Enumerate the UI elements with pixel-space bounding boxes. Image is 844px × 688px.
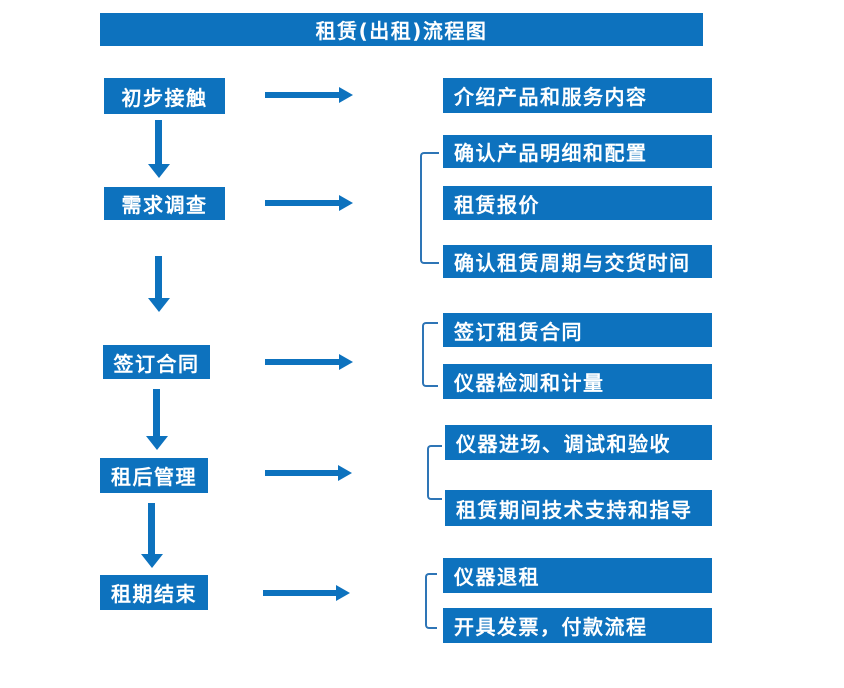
- right-arrow-icon: [265, 354, 353, 370]
- output-box-technical-support: 租赁期间技术支持和指导: [445, 490, 712, 526]
- group-bracket-post-rental: [427, 445, 442, 500]
- right-arrow-icon: [265, 87, 353, 103]
- output-box-introduce-products: 介绍产品和服务内容: [443, 78, 712, 113]
- right-arrow-icon: [263, 585, 350, 601]
- group-bracket-demand-survey: [420, 152, 439, 264]
- down-arrow-icon: [148, 256, 170, 312]
- output-box-sign-rental-contract: 签订租赁合同: [443, 313, 712, 347]
- group-bracket-sign-contract: [422, 322, 438, 387]
- down-arrow-icon: [148, 120, 170, 178]
- group-bracket-rental-end: [425, 573, 437, 629]
- right-arrow-icon: [265, 465, 352, 481]
- output-box-instrument-setup: 仪器进场、调试和验收: [445, 425, 712, 460]
- output-box-instrument-return: 仪器退租: [443, 558, 712, 593]
- output-box-confirm-rental-period: 确认租赁周期与交货时间: [443, 245, 712, 278]
- stage-box-post-rental-management: 租后管理: [100, 458, 208, 493]
- down-arrow-icon: [141, 503, 163, 568]
- output-box-instrument-inspection: 仪器检测和计量: [443, 364, 712, 399]
- stage-box-rental-end: 租期结束: [100, 575, 208, 610]
- stage-box-sign-contract: 签订合同: [103, 345, 210, 379]
- stage-box-initial-contact: 初步接触: [104, 78, 225, 114]
- output-box-rental-quote: 租赁报价: [443, 186, 712, 220]
- output-box-confirm-product-details: 确认产品明细和配置: [443, 135, 712, 168]
- flowchart-title-banner: 租赁(出租)流程图: [100, 13, 703, 46]
- down-arrow-icon: [146, 389, 168, 450]
- stage-box-demand-survey: 需求调查: [104, 187, 225, 220]
- output-box-invoice-payment: 开具发票，付款流程: [443, 608, 712, 643]
- right-arrow-icon: [265, 195, 353, 211]
